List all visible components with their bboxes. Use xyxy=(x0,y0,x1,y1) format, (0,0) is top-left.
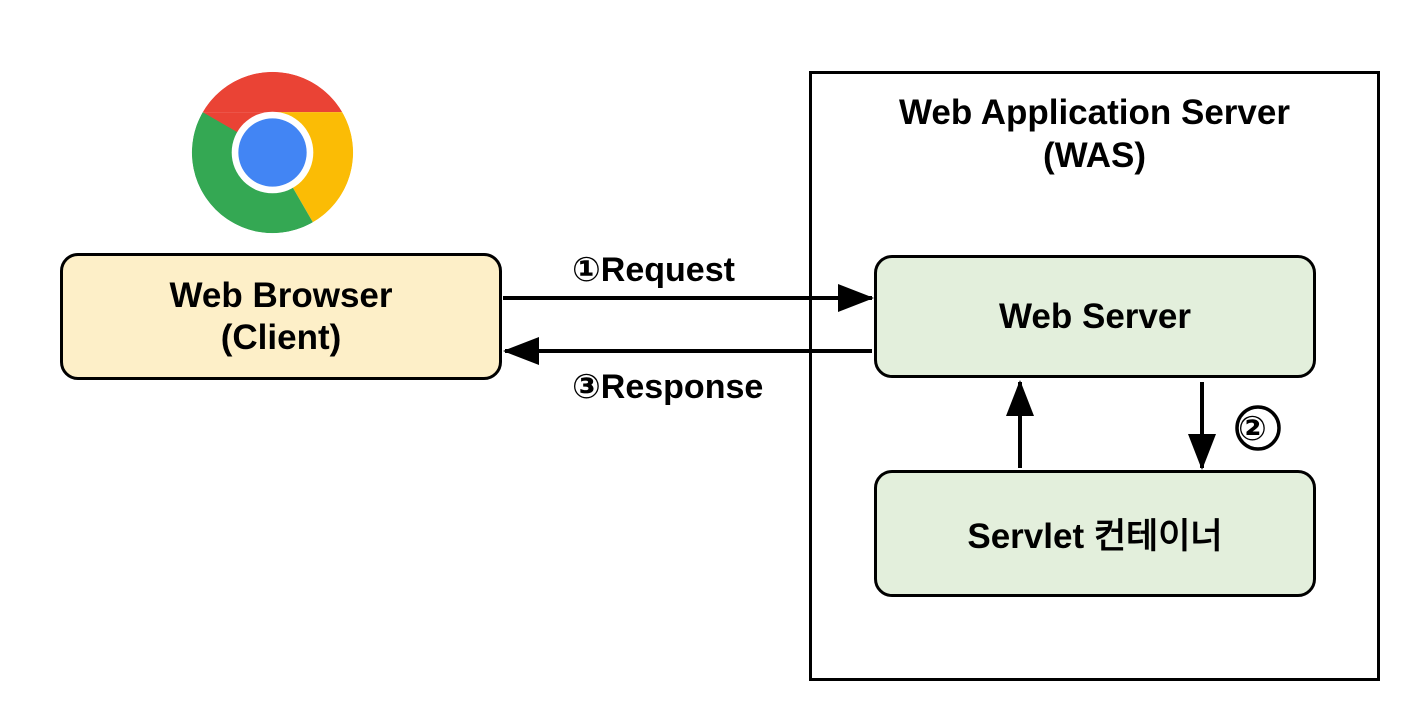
chrome-yellow-wedge xyxy=(272,112,354,223)
forward-flow-label: ② xyxy=(1238,410,1267,448)
servlet-container-label: Servlet 컨테이너 xyxy=(967,517,1223,556)
chrome-red-wedge xyxy=(272,71,343,113)
web-server-label: Web Server xyxy=(999,296,1191,336)
web-server-box: Web Server xyxy=(874,255,1316,378)
was-title-line2: (WAS) xyxy=(1042,135,1147,175)
web-browser-label-line2: (Client) xyxy=(220,317,342,357)
web-browser-client-box: Web Browser (Client) xyxy=(60,253,502,380)
chrome-logo-svg xyxy=(191,71,354,234)
servlet-container-box: Servlet 컨테이너 xyxy=(874,470,1316,597)
chrome-red-wedge-left xyxy=(202,71,273,113)
response-flow-label: ③Response xyxy=(572,368,764,406)
request-flow-label: ①Request xyxy=(572,251,735,289)
chrome-logo xyxy=(189,69,356,236)
was-title: Web Application Server (WAS) xyxy=(809,92,1380,177)
was-title-line1: Web Application Server xyxy=(899,93,1290,132)
chrome-blue-core xyxy=(238,118,307,187)
web-browser-label-line1: Web Browser xyxy=(169,276,393,316)
